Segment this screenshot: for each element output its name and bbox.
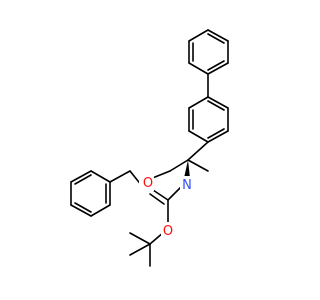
atom-o-carbonyl-bg: [140, 175, 154, 191]
tert-butyl-group: [129, 232, 151, 267]
carbonyl-double-bond-2: [149, 193, 165, 205]
n-carbonyl-bond: [167, 185, 183, 201]
benzyl-ring-bond: [109, 170, 131, 183]
phenyl-ring-benzyl: [70, 170, 111, 217]
benzyl-ch2-bond: [187, 141, 209, 161]
phenyl-ring-terminal: [188, 29, 229, 75]
atom-o-ester: O: [163, 224, 173, 239]
atom-n-amide-bg: [180, 176, 194, 192]
structure-canvas: O N O O: [70, 29, 229, 267]
molecule-structure: O N O O: [70, 29, 229, 267]
stereo-wedge-bond: [184, 160, 190, 178]
atom-o-ester-bg: [161, 222, 175, 238]
ch2-bond: [187, 159, 209, 172]
atom-n-amide: N: [182, 178, 192, 193]
phenylene-ring-central: [188, 96, 229, 143]
atom-o-carbonyl: O: [143, 176, 153, 191]
alpha-ch2o-bond: [169, 159, 189, 172]
